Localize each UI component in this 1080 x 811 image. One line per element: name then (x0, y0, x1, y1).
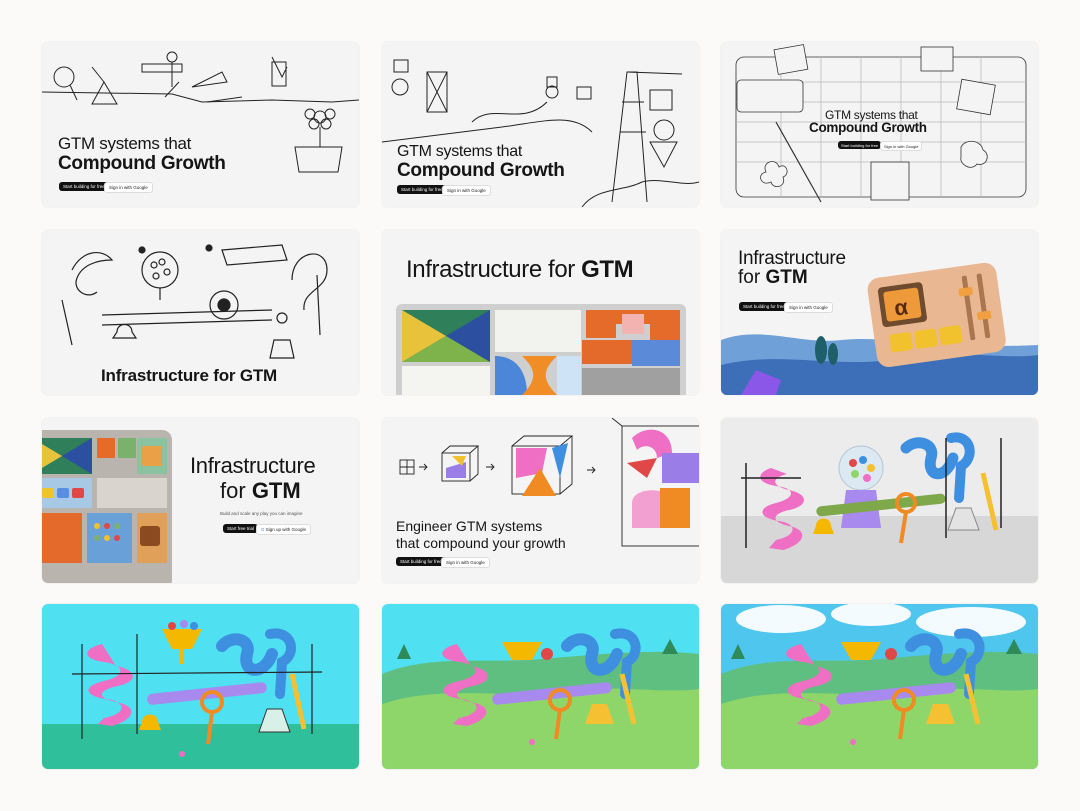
3d-machine-hills-illustration (382, 604, 699, 769)
sign-in-google-button[interactable]: Sign in with Google (880, 141, 923, 151)
tile-device-panel[interactable]: Infrastructure for GTM Build and scale a… (42, 418, 359, 583)
tile-engineer-gtm[interactable]: Engineer GTM systems that compound your … (382, 418, 699, 583)
title-prefix: for (220, 478, 246, 503)
sign-up-google-label: Sign up with Google (265, 527, 307, 532)
subtitle: Build and scale any play you can imagine (220, 511, 303, 516)
title-emphasis: GTM (765, 267, 808, 288)
tile-sketch-infrastructure[interactable]: Infrastructure for GTM (42, 230, 359, 395)
title: Infrastructure for GTM (406, 256, 634, 284)
title-emphasis: GTM (581, 256, 634, 283)
start-building-button[interactable]: Start building for free (396, 557, 446, 566)
start-building-button[interactable]: Start building for free (397, 185, 447, 194)
sign-in-google-button[interactable]: Sign in with Google (442, 185, 491, 196)
start-free-trial-button[interactable]: Start free trial (223, 524, 259, 533)
title-line-1: Engineer GTM systems (396, 518, 543, 534)
title-line-2: for GTM (220, 478, 301, 504)
color-tray-illustration (396, 304, 686, 395)
title-line-2: Compound Growth (58, 153, 226, 174)
title-line-1: GTM systems that (58, 134, 192, 153)
svg-text:α: α (893, 294, 910, 321)
sign-up-google-button[interactable]: G Sign up with Google (256, 524, 312, 535)
google-icon: G (261, 527, 265, 532)
title-emphasis: GTM (251, 478, 301, 503)
tile-color-tray[interactable]: Infrastructure for GTM (382, 230, 699, 395)
sign-in-google-button[interactable]: Sign in with Google (441, 557, 490, 568)
title-line-2: for GTM (738, 267, 808, 289)
sketch-machine-illustration (42, 51, 359, 173)
tile-sketch-compound-growth-3[interactable]: GTM systems that Compound Growth Start b… (721, 42, 1038, 207)
title-line-2: Compound Growth (397, 160, 565, 181)
sketch-grid-illustration (735, 44, 1027, 203)
sketch-crane-illustration (382, 59, 699, 207)
title-prefix: Infrastructure for (406, 256, 575, 283)
tile-sketch-compound-growth-2[interactable]: GTM systems that Compound Growth Start b… (382, 42, 699, 207)
tile-3d-machine-teal[interactable] (42, 604, 359, 769)
3d-machine-sky-illustration (42, 604, 359, 769)
tile-3d-machine-grey[interactable] (721, 418, 1038, 583)
device-hills-illustration: α (721, 262, 1038, 395)
tile-sketch-compound-growth-1[interactable]: GTM systems that Compound Growth Start b… (42, 42, 359, 207)
start-building-button[interactable]: Start building for free (739, 302, 789, 311)
title-line-2: that compound your growth (396, 535, 566, 551)
3d-machine-illustration (721, 432, 1038, 583)
title-line-1: GTM systems that (825, 108, 918, 122)
title-line-1: Infrastructure (190, 453, 316, 478)
sketch-rube-goldberg-illustration (61, 244, 328, 359)
cube-sequence-illustration (399, 418, 699, 547)
device-panel-illustration (42, 430, 172, 583)
start-building-button[interactable]: Start building for free (838, 141, 882, 149)
3d-machine-clouds-illustration (721, 604, 1038, 769)
title-line-2: Compound Growth (809, 120, 927, 135)
title-line-1: Infrastructure (738, 248, 846, 269)
title-line-1: GTM systems that (397, 143, 522, 160)
tile-3d-device[interactable]: α Infrastructure for GTM Start building … (721, 230, 1038, 395)
sign-in-google-button[interactable]: Sign in with Google (784, 302, 833, 313)
title-prefix: for (738, 267, 761, 288)
start-building-button[interactable]: Start building for free (59, 182, 109, 191)
tile-3d-machine-hills[interactable] (382, 604, 699, 769)
title: Infrastructure for GTM (101, 366, 278, 385)
tile-3d-machine-clouds[interactable] (721, 604, 1038, 769)
sign-in-google-button[interactable]: Sign in with Google (104, 182, 153, 193)
